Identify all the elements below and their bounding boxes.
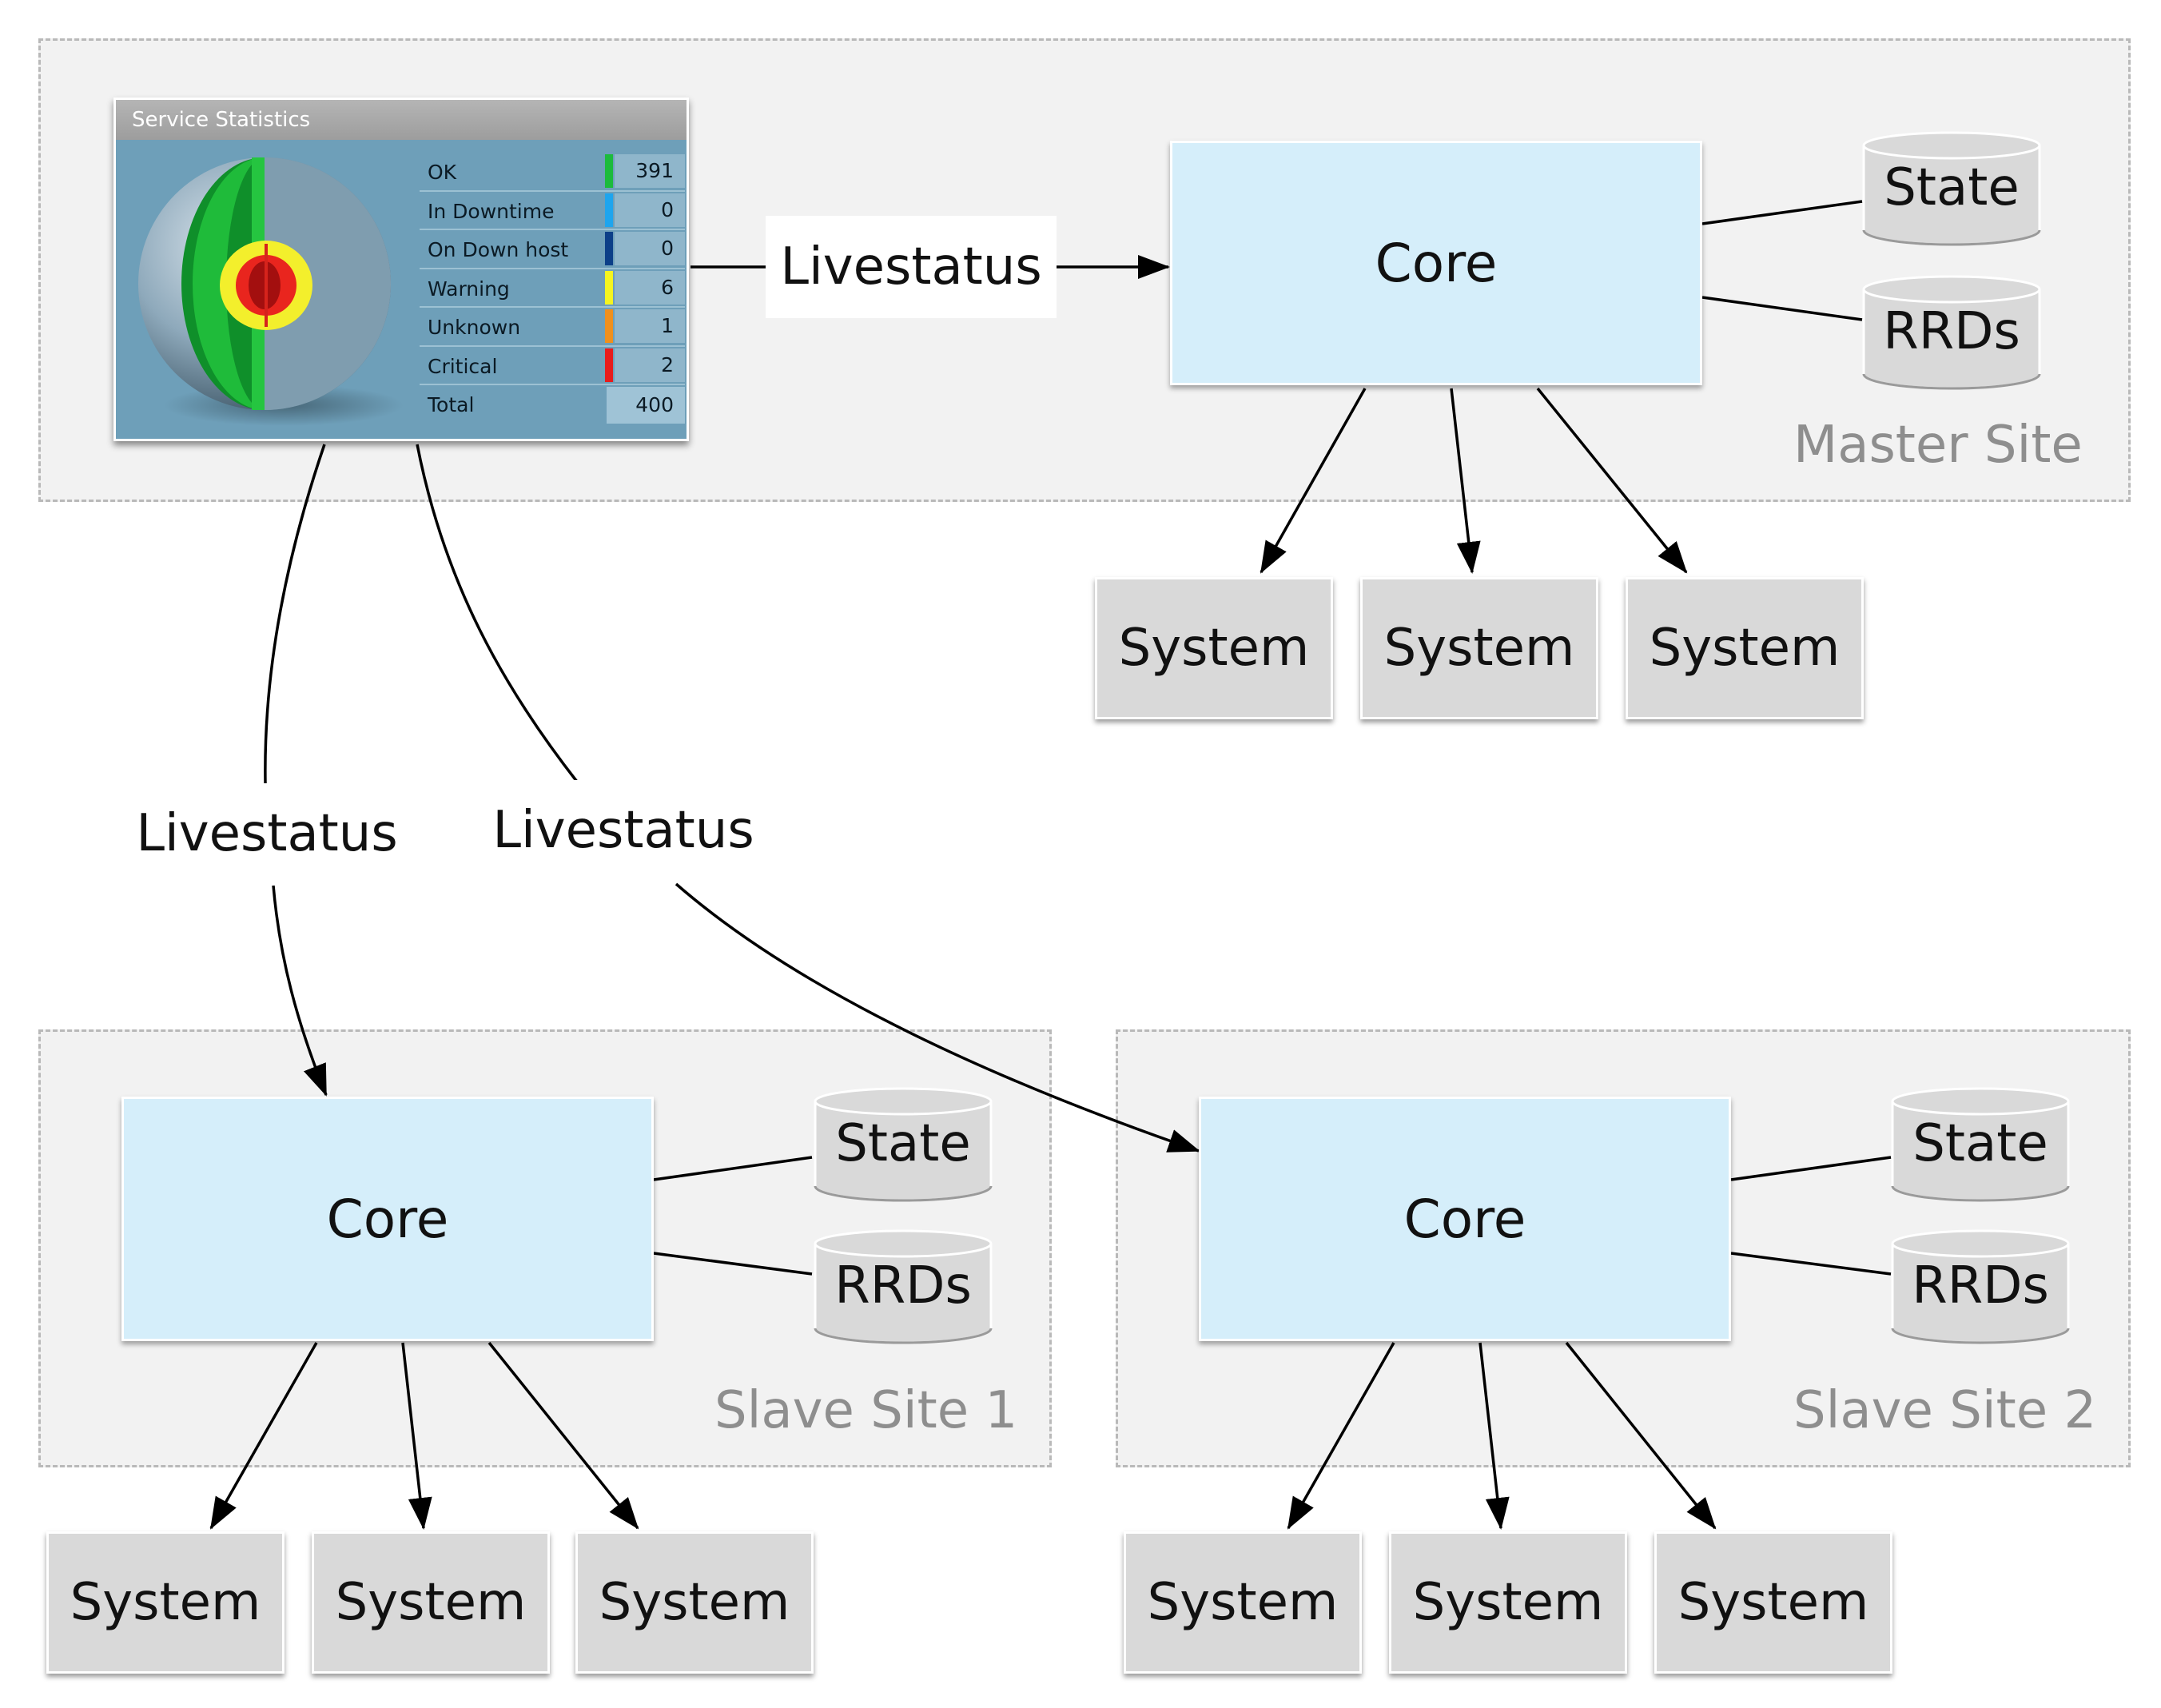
master-core-node[interactable]: Core: [1170, 141, 1702, 385]
slave1-system-2[interactable]: System: [312, 1531, 550, 1674]
stat-color-bar: [605, 348, 613, 382]
edge-master-core-system-3: [1536, 387, 1688, 574]
db-label: RRDs: [834, 1256, 972, 1316]
edge-master-core-state: [1701, 200, 1863, 225]
edge-slave2-core-system-2: [1478, 1342, 1510, 1530]
slave-site-2-label: Slave Site 2: [1793, 1381, 2097, 1440]
stat-color-bar: [605, 193, 613, 227]
edge-widget-to-slave1-upper: [264, 444, 326, 784]
database-cylinder-icon: [814, 1087, 993, 1202]
master-site-label: Master Site: [1793, 416, 2083, 475]
master-system-2[interactable]: System: [1360, 577, 1598, 719]
stat-label: Total: [428, 393, 475, 416]
database-cylinder-icon: [1862, 275, 2041, 390]
db-label: State: [1912, 1114, 2048, 1173]
database-cylinder-icon: [1891, 1229, 2070, 1344]
edge-slave2-core-state: [1730, 1156, 1892, 1181]
stat-value: 391: [615, 154, 685, 188]
stat-value: 6: [615, 270, 685, 305]
slave1-system-1[interactable]: System: [46, 1531, 285, 1674]
widget-title: Service Statistics: [116, 100, 687, 140]
statistics-table: OK 391 In Downtime 0 On Down host 0 Warn…: [420, 153, 685, 427]
stat-label: Warning: [428, 277, 510, 301]
globe-core-icon: [138, 157, 404, 426]
database-cylinder-icon: [814, 1229, 993, 1344]
stat-row-critical[interactable]: Critical 2: [420, 347, 685, 385]
stat-label: On Down host: [428, 238, 569, 261]
livestatus-label-slave1: Livestatus: [131, 783, 403, 884]
master-state-db[interactable]: State: [1861, 131, 2043, 248]
db-label: RRDs: [1912, 1256, 2049, 1316]
stat-label: Critical: [428, 354, 498, 378]
slave-site-1-label: Slave Site 1: [714, 1381, 1018, 1440]
edge-slave1-core-state: [653, 1156, 813, 1181]
slave1-core-node[interactable]: Core: [121, 1097, 654, 1341]
slave1-state-db[interactable]: State: [812, 1087, 994, 1204]
stat-color-bar: [605, 154, 613, 188]
stat-row-warning[interactable]: Warning 6: [420, 269, 685, 308]
stat-color-bar: [605, 270, 613, 305]
slave2-rrds-db[interactable]: RRDs: [1889, 1229, 2071, 1346]
edge-slave2-core-system-1: [1287, 1342, 1395, 1530]
edge-widget-to-slave1-lower: [272, 885, 328, 1097]
edge-widget-to-slave2-lower: [675, 882, 1200, 1153]
stat-value: 2: [615, 348, 685, 382]
stat-value: 1: [615, 309, 685, 343]
stat-label: In Downtime: [428, 199, 555, 223]
stat-color-bar: [605, 232, 613, 265]
db-label: RRDs: [1883, 302, 2020, 361]
stat-row-ok[interactable]: OK 391: [420, 153, 685, 192]
slave2-system-3[interactable]: System: [1654, 1531, 1892, 1674]
stat-value: 400: [607, 387, 685, 424]
edge-slave2-core-system-3: [1565, 1341, 1717, 1530]
stat-value: 0: [615, 193, 685, 227]
stat-row-unknown[interactable]: Unknown 1: [420, 308, 685, 347]
stat-label: OK: [428, 161, 457, 184]
edge-slave1-core-system-3: [488, 1341, 639, 1530]
livestatus-label-slave2: Livestatus: [488, 780, 759, 881]
edge-master-core-system-1: [1260, 388, 1367, 574]
service-statistics-widget[interactable]: Service Statistics OK 391: [113, 98, 689, 441]
db-label: State: [835, 1114, 971, 1173]
db-label: State: [1884, 158, 2020, 217]
slave1-system-3[interactable]: System: [575, 1531, 814, 1674]
database-cylinder-icon: [1862, 131, 2041, 246]
slave2-core-node[interactable]: Core: [1199, 1097, 1731, 1341]
stat-row-total[interactable]: Total 400: [420, 385, 685, 427]
edge-master-core-rrds: [1701, 296, 1863, 321]
edge-slave1-core-system-2: [401, 1342, 432, 1530]
slave2-system-1[interactable]: System: [1124, 1531, 1362, 1674]
edge-widget-to-slave2-upper: [416, 444, 579, 783]
master-system-1[interactable]: System: [1095, 577, 1333, 719]
edge-slave2-core-rrds: [1730, 1252, 1892, 1276]
slave2-system-2[interactable]: System: [1389, 1531, 1627, 1674]
database-cylinder-icon: [1891, 1087, 2070, 1202]
stat-label: Unknown: [428, 316, 521, 339]
slave2-state-db[interactable]: State: [1889, 1087, 2071, 1204]
stat-row-on-down-host[interactable]: On Down host 0: [420, 230, 685, 269]
edge-slave1-core-system-1: [209, 1342, 318, 1530]
stat-value: 0: [615, 232, 685, 265]
livestatus-label-master: Livestatus: [766, 216, 1057, 318]
master-system-3[interactable]: System: [1626, 577, 1864, 719]
master-rrds-db[interactable]: RRDs: [1861, 275, 2043, 392]
slave1-rrds-db[interactable]: RRDs: [812, 1229, 994, 1346]
stat-color-bar: [605, 309, 613, 343]
edge-slave1-core-rrds: [653, 1252, 813, 1276]
edge-master-core-system-2: [1450, 388, 1481, 574]
stat-row-in-downtime[interactable]: In Downtime 0: [420, 192, 685, 230]
